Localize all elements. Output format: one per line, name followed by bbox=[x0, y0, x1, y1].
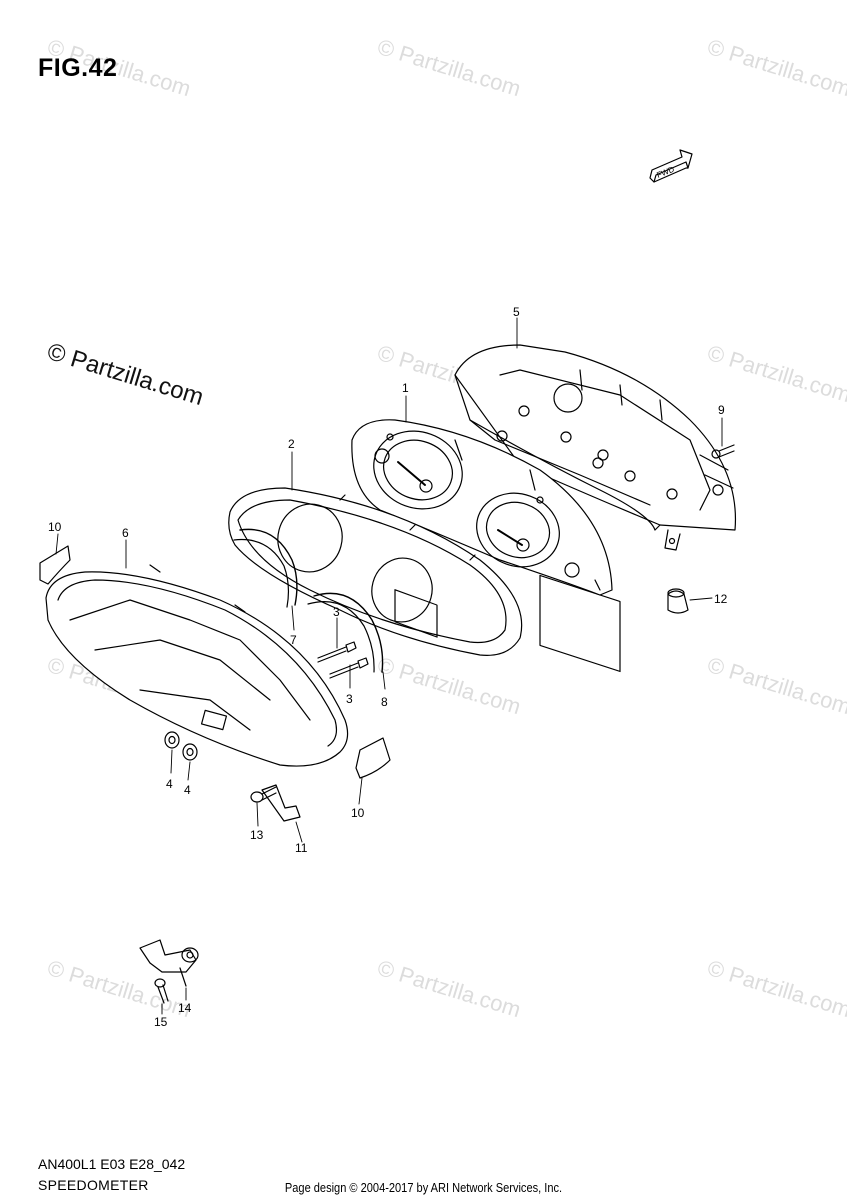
callout-7: 7 bbox=[290, 633, 297, 647]
callout-3a: 3 bbox=[333, 605, 340, 619]
callout-3b: 3 bbox=[346, 692, 353, 706]
copyright-footer: Page design © 2004-2017 by ARI Network S… bbox=[284, 1180, 563, 1195]
callout-6: 6 bbox=[122, 526, 129, 540]
figure-title: FIG.42 bbox=[38, 54, 118, 82]
part-14-sensor bbox=[139, 939, 199, 987]
part-9-screw bbox=[711, 444, 735, 459]
callout-13: 13 bbox=[250, 828, 264, 842]
fwd-arrow-icon: FWD bbox=[649, 149, 693, 183]
part-10-pad-left bbox=[39, 545, 71, 585]
callout-10a: 10 bbox=[48, 520, 62, 534]
part-7-ring-inner bbox=[233, 538, 290, 608]
part-8-ring bbox=[313, 592, 384, 673]
part-2-meter-cover bbox=[228, 487, 523, 656]
callout-4b: 4 bbox=[184, 783, 191, 797]
callout-11: 11 bbox=[295, 841, 308, 855]
part-12-cap bbox=[667, 588, 689, 614]
part-4-grommets bbox=[164, 731, 198, 761]
callout-10b: 10 bbox=[351, 806, 365, 820]
callout-5: 5 bbox=[513, 305, 520, 319]
part-8-ring-inner bbox=[307, 601, 375, 673]
callout-15: 15 bbox=[154, 1015, 168, 1029]
callout-8: 8 bbox=[381, 695, 388, 709]
part-6-lens bbox=[45, 564, 349, 767]
part-7-ring bbox=[239, 528, 298, 606]
callout-9: 9 bbox=[718, 403, 725, 417]
section-title: SPEEDOMETER bbox=[38, 1177, 149, 1193]
callout-1: 1 bbox=[402, 381, 409, 395]
callout-2: 2 bbox=[288, 437, 295, 451]
callout-4a: 4 bbox=[166, 777, 173, 791]
model-code: AN400L1 E03 E28_042 bbox=[38, 1156, 186, 1172]
part-10-pad-right bbox=[355, 737, 391, 779]
part-11-cushion bbox=[261, 784, 301, 822]
callout-12: 12 bbox=[714, 592, 728, 606]
part-3-bulbs bbox=[317, 641, 369, 679]
part-15-bolt bbox=[154, 978, 169, 1004]
part-5-rear-case bbox=[454, 344, 737, 673]
part-13-screw bbox=[250, 786, 277, 803]
callout-14: 14 bbox=[178, 1001, 192, 1015]
